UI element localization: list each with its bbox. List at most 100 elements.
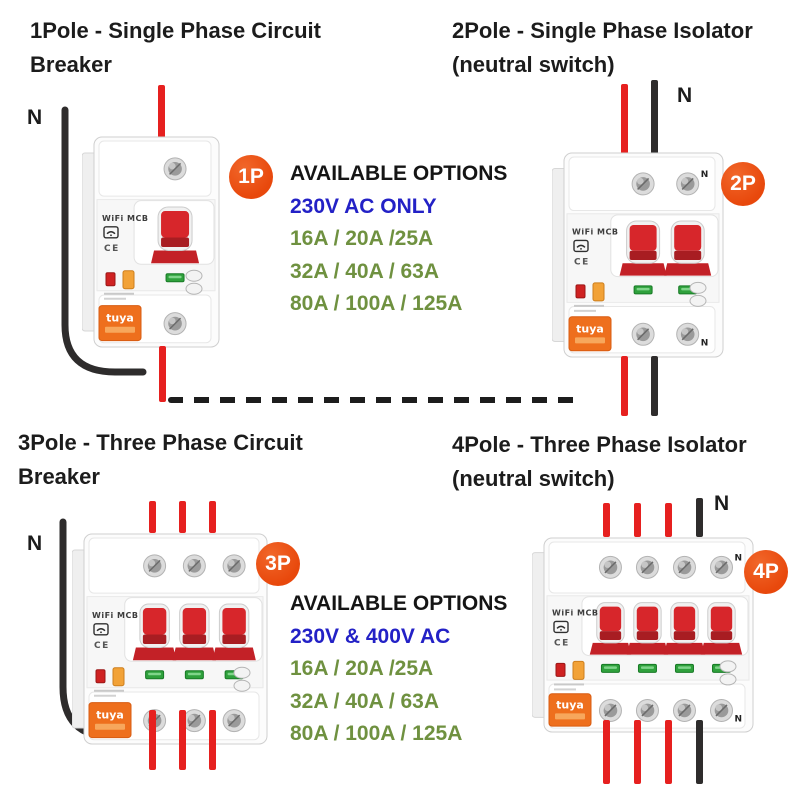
live-wire-top-3p bbox=[149, 501, 156, 533]
terminal-screw bbox=[143, 554, 167, 578]
breaker-illustration: WiFi MCB CE tuya bbox=[81, 136, 220, 348]
n-terminal-mark: N bbox=[701, 170, 709, 180]
live-wire-bottom-1p bbox=[159, 346, 166, 402]
brand-label: WiFi MCB bbox=[92, 611, 139, 620]
brand-label: WiFi MCB bbox=[552, 608, 599, 617]
options-bottom-voltage: 230V & 400V AC bbox=[290, 624, 451, 648]
breaker-illustration: WiFi MCB CE tuya bbox=[71, 533, 268, 745]
title-3pole: 3Pole - Three Phase Circuit Breaker bbox=[18, 430, 303, 489]
neutral-label-4p: N bbox=[714, 492, 730, 515]
badge-1p: 1P bbox=[229, 155, 273, 199]
title-1pole: 1Pole - Single Phase Circuit Breaker bbox=[30, 18, 321, 77]
options-top-amps-row: 80A / 100A / 125A bbox=[290, 292, 463, 315]
manual-lever bbox=[592, 282, 605, 302]
svg-text:tuya: tuya bbox=[96, 709, 124, 722]
live-wire-top-3p bbox=[209, 501, 216, 533]
svg-text:tuya: tuya bbox=[556, 699, 584, 712]
terminal-screw bbox=[676, 322, 700, 346]
live-wire-top-4p bbox=[665, 503, 672, 537]
neutral-wire-bottom-2p bbox=[651, 356, 658, 416]
toggle-switch bbox=[663, 602, 706, 655]
terminal-screw bbox=[631, 322, 655, 346]
live-wire-bottom-3p bbox=[149, 710, 156, 770]
terminal-screw bbox=[222, 709, 246, 733]
title-2pole: 2Pole - Single Phase Isolator (neutral s… bbox=[452, 18, 753, 77]
terminal-screw bbox=[598, 698, 622, 722]
toggle-switch bbox=[589, 602, 632, 655]
terminal-screw bbox=[672, 698, 696, 722]
options-top-amps-row: 16A / 20A /25A bbox=[290, 227, 434, 250]
neutral-wire-bottom-4p bbox=[696, 720, 703, 784]
terminal-screw bbox=[709, 555, 733, 579]
options-top-amps-row: 32A / 40A / 63A bbox=[290, 259, 440, 283]
badge-3p: 3P bbox=[256, 542, 300, 586]
terminal-screw bbox=[163, 312, 187, 336]
brand-label: WiFi MCB bbox=[572, 227, 619, 236]
terminal-screw bbox=[222, 554, 246, 578]
wifi-icon bbox=[573, 239, 589, 253]
options-bottom: AVAILABLE OPTIONS 230V & 400V AC 16A / 2… bbox=[290, 588, 540, 751]
options-bottom-amps-row: 16A / 20A /25A bbox=[290, 657, 434, 680]
neutral-label-1p: N bbox=[27, 106, 43, 129]
svg-text:tuya: tuya bbox=[576, 322, 604, 335]
neutral-wire-top-2p bbox=[651, 80, 658, 154]
ce-mark: CE bbox=[94, 641, 110, 651]
n-terminal-mark: N bbox=[734, 553, 742, 563]
neutral-wire-top-4p bbox=[696, 498, 703, 537]
manual-lever bbox=[112, 667, 125, 687]
neutral-label-3p: N bbox=[27, 532, 43, 555]
live-wire-top-1p bbox=[158, 85, 165, 138]
wifi-icon bbox=[103, 226, 119, 239]
toggle-switch bbox=[626, 602, 669, 655]
live-wire-bottom-4p bbox=[603, 720, 610, 784]
live-wire-bottom-4p bbox=[665, 720, 672, 784]
neutral-wire-curve-1p bbox=[61, 106, 147, 376]
live-wire-top-4p bbox=[603, 503, 610, 537]
terminal-screw bbox=[182, 709, 206, 733]
toggle-switch bbox=[132, 603, 177, 661]
tuya-logo: tuya bbox=[98, 305, 142, 342]
live-wire-bottom-2p bbox=[621, 356, 628, 416]
trip-indicator bbox=[575, 284, 586, 299]
title-4pole: 4Pole - Three Phase Isolator (neutral sw… bbox=[452, 432, 747, 491]
neutral-label-2p: N bbox=[677, 84, 693, 107]
breaker-3p: WiFi MCB CE tuya bbox=[71, 533, 268, 745]
trip-indicator bbox=[555, 662, 566, 677]
dashed-divider bbox=[168, 397, 576, 403]
wifi-icon bbox=[93, 623, 109, 636]
options-bottom-amps-row: 32A / 40A / 63A bbox=[290, 689, 440, 713]
terminal-screw bbox=[709, 698, 733, 722]
toggle-switch bbox=[151, 206, 200, 264]
n-terminal-mark: N bbox=[734, 714, 742, 724]
options-top: AVAILABLE OPTIONS 230V AC ONLY 16A / 20A… bbox=[290, 158, 540, 321]
terminal-screw bbox=[182, 554, 206, 578]
terminal-screw bbox=[672, 555, 696, 579]
wifi-icon bbox=[553, 620, 569, 634]
toggle-switch bbox=[172, 603, 217, 661]
trip-indicator bbox=[105, 272, 116, 287]
live-wire-top-3p bbox=[179, 501, 186, 533]
terminal-screw bbox=[635, 555, 659, 579]
live-wire-top-2p bbox=[621, 84, 628, 154]
tuya-logo: tuya bbox=[548, 693, 592, 727]
manual-lever bbox=[122, 270, 135, 290]
options-bottom-heading: AVAILABLE OPTIONS bbox=[290, 592, 508, 615]
toggle-switch bbox=[212, 603, 256, 661]
options-top-heading: AVAILABLE OPTIONS bbox=[290, 162, 508, 185]
badge-4p: 4P bbox=[744, 550, 788, 594]
terminal-screw bbox=[635, 698, 659, 722]
svg-text:tuya: tuya bbox=[106, 312, 134, 325]
ce-mark: CE bbox=[554, 638, 570, 648]
toggle-switch bbox=[700, 602, 743, 655]
ce-mark: CE bbox=[104, 244, 120, 254]
brand-label: WiFi MCB bbox=[102, 214, 149, 223]
terminal-screw bbox=[676, 172, 700, 196]
tuya-logo: tuya bbox=[88, 702, 132, 739]
toggle-switch bbox=[619, 220, 667, 276]
live-wire-top-4p bbox=[634, 503, 641, 537]
